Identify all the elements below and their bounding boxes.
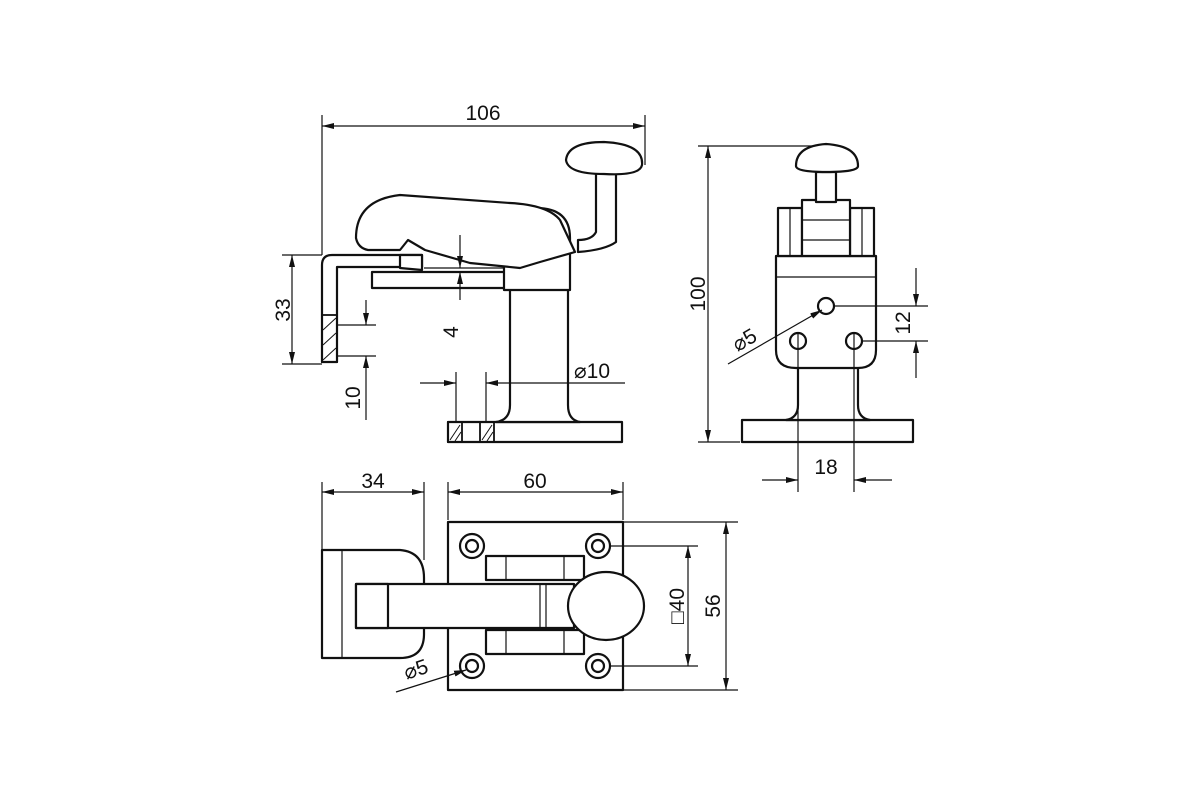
dim-gap: 4	[440, 326, 463, 338]
dim-overhang: 34	[361, 470, 385, 493]
dim-pin-diameter: ⌀10	[574, 360, 610, 383]
dim-hole-diameter-front: ⌀5	[728, 324, 761, 356]
dim-overall-height: 100	[687, 276, 710, 311]
cam-lever	[354, 193, 577, 270]
dim-thickness: 10	[342, 386, 365, 409]
top-lever-end	[354, 582, 390, 630]
front-handle-stem	[814, 170, 838, 204]
dim-hole-diameter-top: ⌀5	[401, 655, 431, 684]
base-plate	[446, 420, 624, 444]
front-handle-knob	[794, 142, 860, 174]
front-post	[784, 358, 872, 422]
mount-hole-tl-inner	[464, 538, 480, 554]
side-view: 106 33 4 10 ⌀10	[272, 102, 646, 444]
dim-hole-spacing: 18	[814, 456, 837, 479]
bracket-section-hatch	[321, 314, 338, 363]
top-view: 34 60 □40 56 ⌀5	[320, 470, 738, 693]
hole-leader	[727, 309, 823, 365]
dim-hole-square: □40	[666, 588, 689, 624]
mount-hole-tr-inner	[590, 538, 606, 554]
dim-hole-offset: 12	[892, 311, 915, 334]
catch-nose	[398, 253, 424, 272]
mount-hole-bl-inner	[464, 658, 480, 674]
guide-block-top	[484, 554, 586, 582]
dim-overall-width: 106	[465, 102, 500, 125]
dim-base-height: 56	[702, 594, 725, 617]
post	[494, 283, 582, 424]
latch-arm	[370, 270, 510, 290]
handle-stem	[576, 170, 618, 254]
front-view: 100 12 18 ⌀5	[687, 142, 928, 492]
dim-base-width: 60	[523, 470, 546, 493]
mount-hole-br-inner	[590, 658, 606, 674]
guide-block-bottom	[484, 628, 586, 656]
top-knob	[566, 570, 646, 642]
top-hole-leader	[395, 669, 467, 693]
front-base	[740, 418, 915, 444]
clevis-center	[800, 198, 852, 258]
handle-knob	[564, 140, 644, 176]
base-section-hatch	[447, 421, 495, 443]
dim-bracket-height: 33	[272, 298, 295, 321]
